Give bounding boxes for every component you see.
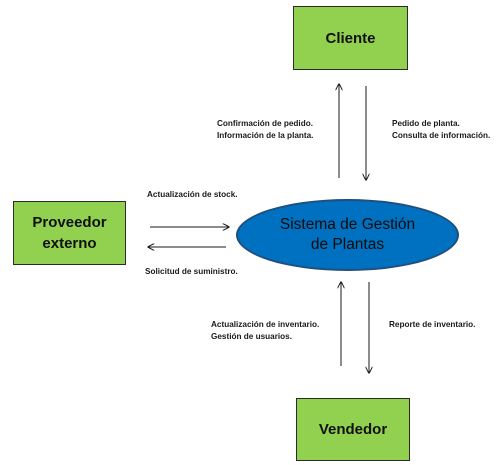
flow-label-to-cliente: Confirmación de pedido. Información de l… — [217, 118, 313, 141]
entity-vendedor-label: Vendedor — [318, 421, 388, 438]
flow-label-from-cliente-line1: Pedido de planta. — [392, 119, 460, 128]
flow-label-from-vendedor: Actualización de inventario. Gestión de … — [211, 319, 319, 342]
entity-proveedor-label-line2: externo — [42, 235, 97, 252]
flow-label-from-proveedor-text: Actualización de stock. — [147, 190, 238, 199]
flow-label-to-cliente-line2: Información de la planta. — [217, 130, 314, 140]
process-sistema-gestion-plantas: Sistema de Gestión de Plantas — [236, 199, 459, 271]
entity-vendedor: Vendedor — [296, 398, 410, 461]
entity-proveedor-label-line1: Proveedor — [32, 214, 107, 231]
flow-label-from-cliente-line2: Consulta de información. — [392, 130, 491, 140]
flow-label-to-vendedor: Reporte de inventario. — [389, 319, 475, 331]
process-label-line2: de Plantas — [310, 236, 385, 253]
process-label: Sistema de Gestión de Plantas — [280, 215, 415, 255]
flow-label-from-cliente: Pedido de planta. Consulta de informació… — [392, 118, 490, 141]
flow-label-from-vendedor-line2: Gestión de usuarios. — [211, 331, 292, 341]
process-label-line1: Sistema de Gestión — [279, 216, 416, 233]
flow-label-from-vendedor-line1: Actualización de inventario. — [211, 320, 320, 329]
flow-label-to-proveedor: Solicitud de suministro. — [145, 266, 238, 278]
entity-proveedor-label: Proveedor externo — [32, 212, 106, 254]
flow-label-from-proveedor: Actualización de stock. — [147, 189, 238, 201]
flow-label-to-proveedor-text: Solicitud de suministro. — [145, 267, 238, 276]
flow-label-to-cliente-line1: Confirmación de pedido. — [217, 119, 313, 128]
entity-cliente-label: Cliente — [325, 29, 376, 47]
flow-label-to-vendedor-text: Reporte de inventario. — [389, 320, 476, 329]
entity-cliente: Cliente — [293, 6, 408, 70]
entity-proveedor-externo: Proveedor externo — [13, 201, 126, 265]
